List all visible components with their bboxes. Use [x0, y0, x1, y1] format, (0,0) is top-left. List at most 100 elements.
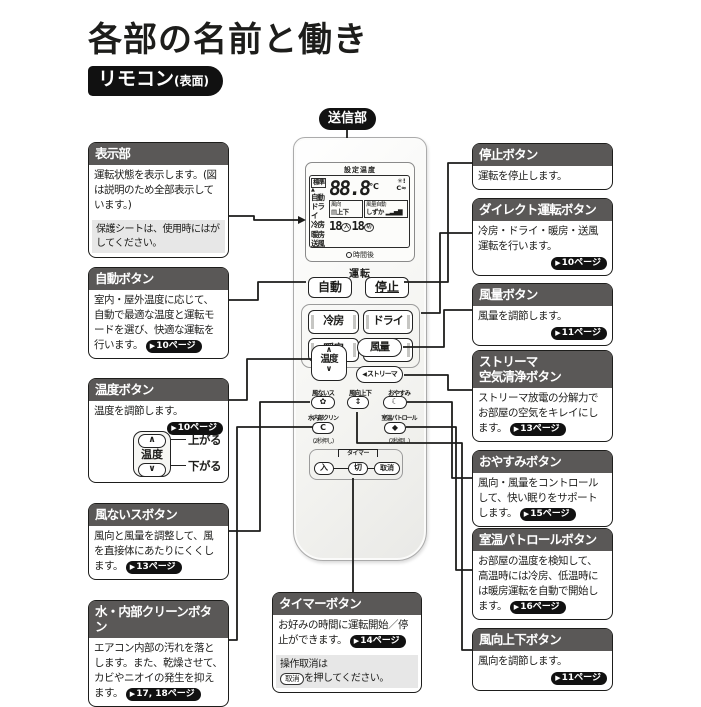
lcd-status-icons: ✳!C≈ [396, 177, 407, 192]
lcd-vane-cell: 風向 ▤上下 [329, 200, 363, 218]
transmitter-label: 送信部 [319, 108, 376, 130]
operation-group-label: 運転 [349, 269, 371, 280]
timer-group-label: タイマー [338, 449, 378, 457]
callout-body: 室内・屋外温度に応じて、自動で最適な温度と運転モードを選び、快適な運転を行います… [94, 294, 215, 351]
lcd-temp-unit: ℃ [369, 182, 379, 191]
callout-kazenaisu-button: 風ないスボタン 風向と風量を調整して、風を直接体にあたりにくくします。 13ペー… [88, 503, 229, 580]
callout-body: お部屋の温度を検知して、高温時には冷房、低温時には暖房運転を自動で開始します。 [478, 555, 599, 612]
louver-icon: ▤ [331, 208, 337, 216]
lcd-mode-heat: 暖房 [311, 229, 325, 239]
lcd-mode-list: 標準 ▲ 自動 ドライ 冷房 暖房 送風 [311, 177, 329, 248]
lcd-mode-fan: 送風 [311, 238, 325, 248]
kazenaisu-label: 風ないス [312, 389, 335, 397]
lcd-mode-standard: 標準 [311, 178, 326, 188]
patrol-button: ◆ [384, 422, 406, 434]
page-ref-badge: 13ページ [509, 423, 566, 436]
chevron-down-icon: ∨ [138, 463, 166, 477]
page-ref-badge: 10ページ [551, 257, 607, 270]
patrol-label: 室温パトロール [381, 415, 417, 422]
lcd-fan-value: しずか [366, 208, 384, 216]
dry-button: ドライ [362, 310, 413, 334]
fan-bars-icon: ▂▃▅▇ [385, 209, 403, 216]
water-clean-button: C [312, 422, 334, 434]
water-clean-hold-note: (2秒押し) [312, 438, 335, 445]
page-ref-badge: 10ページ [145, 340, 202, 353]
callout-note: 保護シートは、使用時にはがしてください。 [92, 220, 225, 253]
lcd-fan-cell: 風量自動 しずか ▂▃▅▇ [364, 200, 408, 218]
timer-on-button: 入 [314, 462, 334, 475]
callout-temp-button: 温度ボタン 温度を調節します。 10ページ ∧ 温度 ∨ 上がる 下がる [88, 378, 229, 483]
diagram-temp-label: 温度 [141, 448, 163, 461]
chevron-up-icon: ∧ [138, 434, 166, 448]
callout-title: おやすみボタン [473, 451, 612, 473]
callout-title: 室温パトロールボタン [473, 529, 612, 551]
callout-title: 風量ボタン [473, 284, 612, 306]
clock-icon [346, 252, 352, 258]
page-ref-badge: 11ページ [551, 672, 607, 685]
section-suffix: (表面) [174, 74, 209, 88]
callout-title: タイマーボタン [273, 593, 421, 615]
fan-flower-icon: ✿ [319, 397, 327, 406]
note-pre: 操作取消は [280, 659, 328, 670]
diagram-down-label: 下がる [188, 459, 222, 473]
callout-patrol-button: 室温パトロールボタン お部屋の温度を検知して、高温時には冷房、低温時には暖房運転… [472, 528, 613, 620]
up-down-arrow-icon: ↕ [354, 397, 362, 406]
patrol-hold-note: (2秒押し) [388, 438, 411, 445]
water-clean-label: 水内部クリン [307, 415, 339, 422]
callout-airflow-button: 風量ボタン 風量を調節します。 11ページ [472, 283, 613, 346]
lcd-timer-on-tag: 入 [341, 223, 352, 232]
callout-timer-button: タイマーボタン お好みの時間に運転開始／停止ができます。 14ページ 操作取消は… [272, 592, 422, 693]
lcd-fan-label: 風量自動 [366, 202, 387, 208]
callout-stop-button: 停止ボタン 運転を停止します。 [472, 143, 613, 190]
callout-body: 運転を停止します。 [478, 170, 567, 182]
callout-sleep-button: おやすみボタン 風向・風量をコントロールして、快い眠りをサポートします。 15ペ… [472, 450, 613, 527]
timer-button-group: タイマー 入 切 取消 [309, 449, 403, 480]
sleep-label: おやすみ [388, 389, 411, 397]
callout-body: 運転状態を表示します。(図は説明のため全部表示しています。) [94, 169, 217, 211]
timer-off-button: 切 [348, 462, 368, 475]
callout-body: 風向と風量を調整して、風を直接体にあたりにくくします。 [94, 530, 214, 572]
callout-title: 風向上下ボタン [473, 629, 612, 651]
callout-title: 自動ボタン [89, 268, 228, 290]
streamer-button: ストリーマ [356, 366, 403, 383]
section-badge: リモコン(表面) [88, 66, 223, 96]
callout-title: ダイレクト運転ボタン [473, 199, 612, 221]
callout-title: 表示部 [89, 143, 228, 165]
callout-title: 風ないスボタン [89, 504, 228, 526]
shield-icon: ◆ [391, 423, 399, 432]
auto-button: 自動 [308, 277, 352, 298]
page-ref-badge: 11ページ [551, 327, 607, 340]
vane-updown-button: ↕ [347, 396, 369, 409]
chevron-down-icon: ∨ [325, 364, 333, 373]
lcd-mode-auto: 自動 [311, 192, 325, 202]
callout-vane-updown-button: 風向上下ボタン 風向を調節します。 11ページ [472, 628, 613, 691]
callout-body: エアコン内部の汚れを落とします。また、乾燥させて、カビやニオイの発生を抑えます。 [94, 642, 223, 699]
callout-body: ストリーマ放電の分解力でお部屋の空気をキレイにします。 [478, 392, 599, 434]
cancel-mini-button: 取消 [280, 672, 304, 685]
temperature-label: 温度 [320, 354, 338, 365]
note-post: を押してください。 [304, 672, 389, 684]
callout-display: 表示部 運転状態を表示します。(図は説明のため全部表示しています。) 保護シート… [88, 142, 229, 258]
temperature-rocker-button: ∧ 温度 ∨ [311, 345, 347, 381]
lcd-vane-label: 風向 [331, 202, 342, 208]
page-ref-badge: 15ページ [519, 508, 576, 521]
lcd-timer-on-value: 18 [329, 219, 342, 233]
callout-body: 風向・風量をコントロールして、快い眠りをサポートします。 [478, 477, 599, 519]
lcd-timer-off-tag: 切 [363, 223, 374, 232]
remote-illustration: 設定温度 標準 ▲ 自動 ドライ 冷房 暖房 送風 88.8℃ ✳!C≈ 風向 … [293, 137, 427, 561]
page-ref-badge: 13ページ [125, 561, 182, 574]
clean-c-icon: C [320, 423, 326, 432]
callout-body: 温度を調節します。 [94, 405, 183, 417]
lcd-vane-value: 上下 [336, 208, 350, 216]
callout-title: 温度ボタン [89, 379, 228, 401]
vane-updown-label: 風向上下 [349, 389, 372, 397]
callout-title: 水・内部クリーンボタン [89, 601, 228, 638]
lcd-timer-off-value: 18 [351, 219, 364, 233]
timer-cancel-button: 取消 [374, 462, 400, 475]
diagram-up-label: 上がる [188, 433, 222, 447]
callout-body: 冷房・ドライ・暖房・送風運転を行います。 [478, 225, 599, 252]
page-ref-badge: 16ページ [509, 601, 566, 614]
page-ref-badge: 17, 18ページ [125, 688, 201, 701]
set-temp-label: 設定温度 [344, 166, 376, 174]
